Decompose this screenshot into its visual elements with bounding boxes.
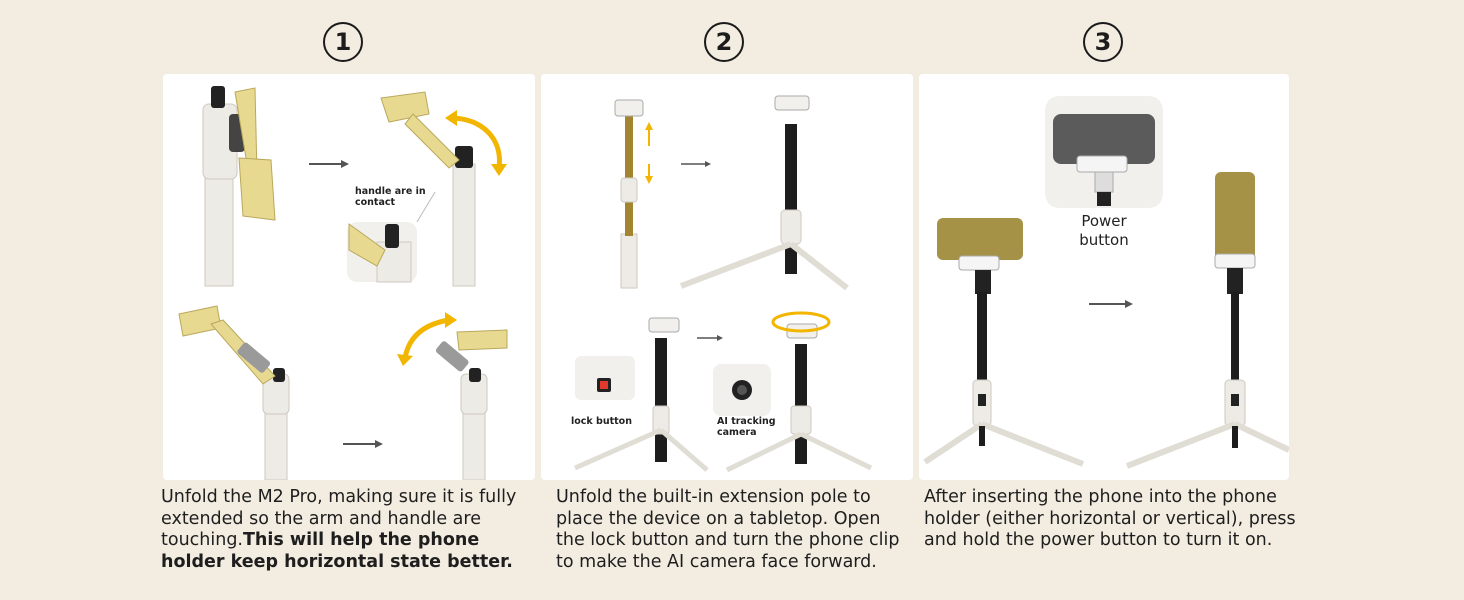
step-3-illustration [923,96,1289,469]
step-3-panel: Power button [919,74,1289,480]
step-3-caption-text: After inserting the phone into the phone… [924,487,1296,550]
step-1-illustration [178,86,508,480]
power-button-label: Power button [1079,212,1129,249]
step-1-number: 1 [323,22,363,62]
step-2-number: 2 [704,22,744,62]
step-2-panel: lock button AI tracking camera [541,74,913,480]
step-1-panel: handle are in contact [163,74,535,480]
step-1-caption: Unfold the M2 Pro, making sure it is ful… [161,487,529,573]
step-2-illustration [573,95,873,473]
step-2-caption-text: Unfold the built-in extension pole to pl… [556,487,900,572]
handle-contact-label: handle are in contact [355,186,426,208]
step-1-caption-bold: This will help the phone holder keep hor… [161,530,513,572]
lock-button-label: lock button [571,416,632,427]
step-3-caption: After inserting the phone into the phone… [924,487,1304,552]
step-1-caption-text: Unfold the M2 Pro, making sure it is ful… [161,487,517,550]
step-2-caption: Unfold the built-in extension pole to pl… [556,487,912,573]
step-3-number: 3 [1083,22,1123,62]
ai-camera-label: AI tracking camera [717,416,776,438]
